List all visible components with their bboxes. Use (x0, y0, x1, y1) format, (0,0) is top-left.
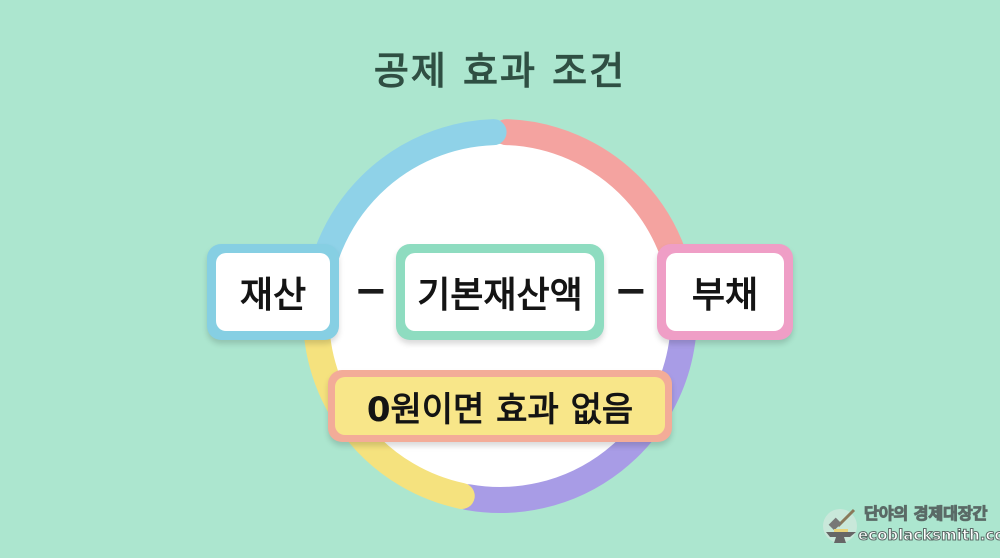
minus-operator-2: − (614, 268, 648, 314)
result-label: 0원이면 효과 없음 (335, 377, 665, 435)
term-debt-label: 부채 (666, 253, 784, 331)
term-assets-label: 재산 (216, 253, 330, 331)
term-basic-property-label: 기본재산액 (405, 253, 595, 331)
ring-segment-purple (455, 315, 697, 513)
watermark: 단야의 경제대장간 ecoblacksmith.com (818, 496, 1000, 554)
watermark-name: 단야의 경제대장간 (863, 504, 988, 524)
term-assets-box: 재산 (207, 244, 339, 340)
result-box: 0원이면 효과 없음 (328, 370, 672, 442)
anvil-hammer-icon (823, 508, 857, 543)
term-basic-property-box: 기본재산액 (396, 244, 604, 340)
term-debt-box: 부채 (657, 244, 793, 340)
diagram-title: 공제 효과 조건 (373, 49, 627, 93)
watermark-url: ecoblacksmith.com (857, 526, 1000, 545)
minus-operator-1: − (354, 268, 388, 314)
